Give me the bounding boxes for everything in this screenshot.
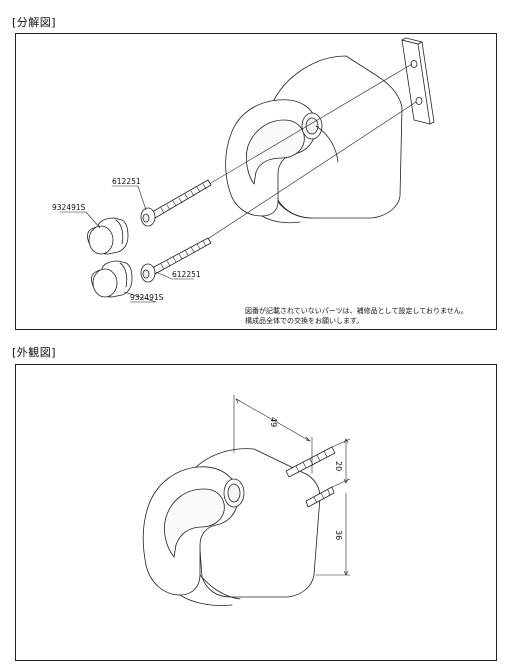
top-cap <box>87 217 129 255</box>
exploded-view-title: [分解図] <box>12 16 57 29</box>
note-line-1: 図番が記載されていないパーツは、補修品として設定しておりません。 <box>245 307 468 315</box>
exterior-view-title: [外観図] <box>12 346 57 359</box>
dim-width-label: 49 <box>269 417 278 427</box>
wall-plate <box>401 37 435 125</box>
top-screw <box>140 179 212 227</box>
leader-lines <box>59 185 195 303</box>
holder-body <box>225 55 403 224</box>
label-screw-top: 612251 <box>112 177 141 186</box>
protruding-screws <box>285 446 336 508</box>
bottom-screw <box>140 237 212 283</box>
exterior-view-panel: 49 20 36 <box>15 364 497 661</box>
dim-height-label: 36 <box>334 530 343 540</box>
holder-body <box>142 448 321 606</box>
dimension-lines <box>233 394 351 576</box>
exploded-view-panel: 612251 932491S 612251 932491S 図番が記載されていな… <box>15 33 497 330</box>
label-cap-bottom: 932491S <box>130 293 164 302</box>
bottom-cap <box>91 260 133 298</box>
label-cap-top: 932491S <box>52 203 86 212</box>
dim-pitch-label: 20 <box>334 461 343 471</box>
note-line-2: 構成品全体での交換をお願いします。 <box>245 317 364 325</box>
exploded-view-drawing: 612251 932491S 612251 932491S <box>52 37 435 303</box>
exterior-view-drawing: 49 20 36 <box>142 394 351 606</box>
label-screw-bottom: 612251 <box>172 270 201 279</box>
